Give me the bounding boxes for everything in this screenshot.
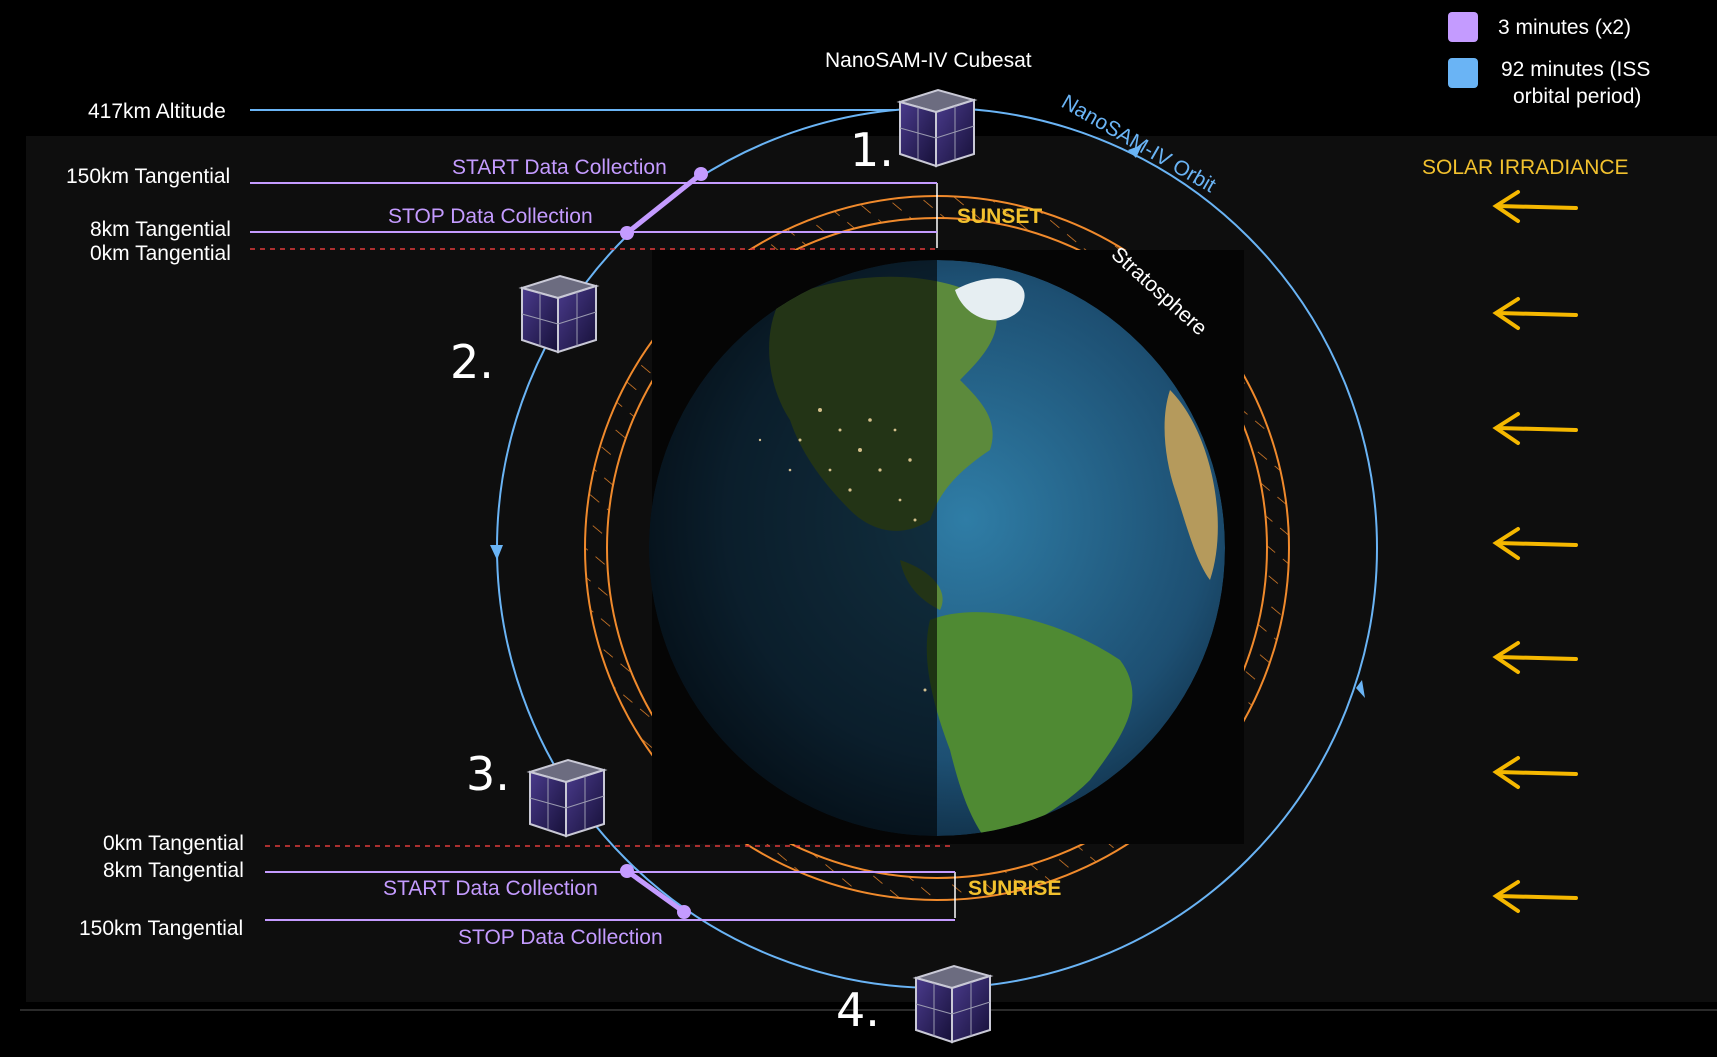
bottom-0km-label: 0km Tangential — [103, 832, 244, 855]
position-label-3: 3. — [466, 747, 510, 801]
bottom-8km-label: 8km Tangential — [103, 859, 244, 882]
orbit-arrow-top — [1128, 145, 1142, 158]
top-0km-label: 0km Tangential — [90, 242, 231, 265]
solar-irradiance-label: SOLAR IRRADIANCE — [1422, 156, 1629, 179]
top-150km-label: 150km Tangential — [66, 165, 230, 188]
cubesat-3 — [529, 759, 605, 837]
top-stop-point — [620, 226, 634, 240]
cubesat-1 — [899, 89, 975, 167]
solar-arrow-icon — [1492, 190, 1578, 223]
cubesat-title: NanoSAM-IV Cubesat — [825, 49, 1032, 72]
bottom-collection-arc — [624, 868, 687, 915]
top-stop-label: STOP Data Collection — [388, 205, 593, 228]
orbit-arrow-left — [490, 545, 503, 560]
position-label-1: 1. — [850, 123, 894, 177]
solar-arrows — [1492, 190, 1578, 913]
bottom-150km-label: 150km Tangential — [79, 917, 243, 940]
solar-arrow-icon — [1492, 880, 1578, 913]
bottom-stop-point — [677, 905, 691, 919]
top-8km-label: 8km Tangential — [90, 218, 231, 241]
bottom-start-label: START Data Collection — [383, 877, 598, 900]
solar-arrow-icon — [1492, 756, 1578, 789]
top-start-point — [694, 167, 708, 181]
cubesat-4 — [915, 965, 991, 1043]
solar-arrow-icon — [1492, 297, 1578, 330]
bottom-stop-label: STOP Data Collection — [458, 926, 663, 949]
altitude-label: 417km Altitude — [88, 100, 226, 123]
bottom-start-point — [620, 864, 634, 878]
position-label-2: 2. — [450, 335, 494, 389]
sunset-label: SUNSET — [957, 205, 1042, 228]
cubesat-2 — [521, 275, 597, 353]
top-start-label: START Data Collection — [452, 156, 667, 179]
legend-swatch-blue — [1448, 58, 1478, 88]
solar-arrow-icon — [1492, 527, 1578, 560]
legend-label-1: 3 minutes (x2) — [1498, 16, 1631, 39]
solar-arrow-icon — [1492, 412, 1578, 445]
legend-swatch-purple — [1448, 12, 1478, 42]
legend-label-2a: 92 minutes (ISS — [1501, 58, 1650, 81]
orbit-arrow-right — [1356, 680, 1365, 698]
top-collection-arc — [624, 171, 704, 236]
solar-arrow-icon — [1492, 641, 1578, 674]
position-label-4: 4. — [836, 983, 880, 1037]
sunrise-label: SUNRISE — [968, 877, 1061, 900]
legend-label-2b: orbital period) — [1513, 85, 1641, 108]
